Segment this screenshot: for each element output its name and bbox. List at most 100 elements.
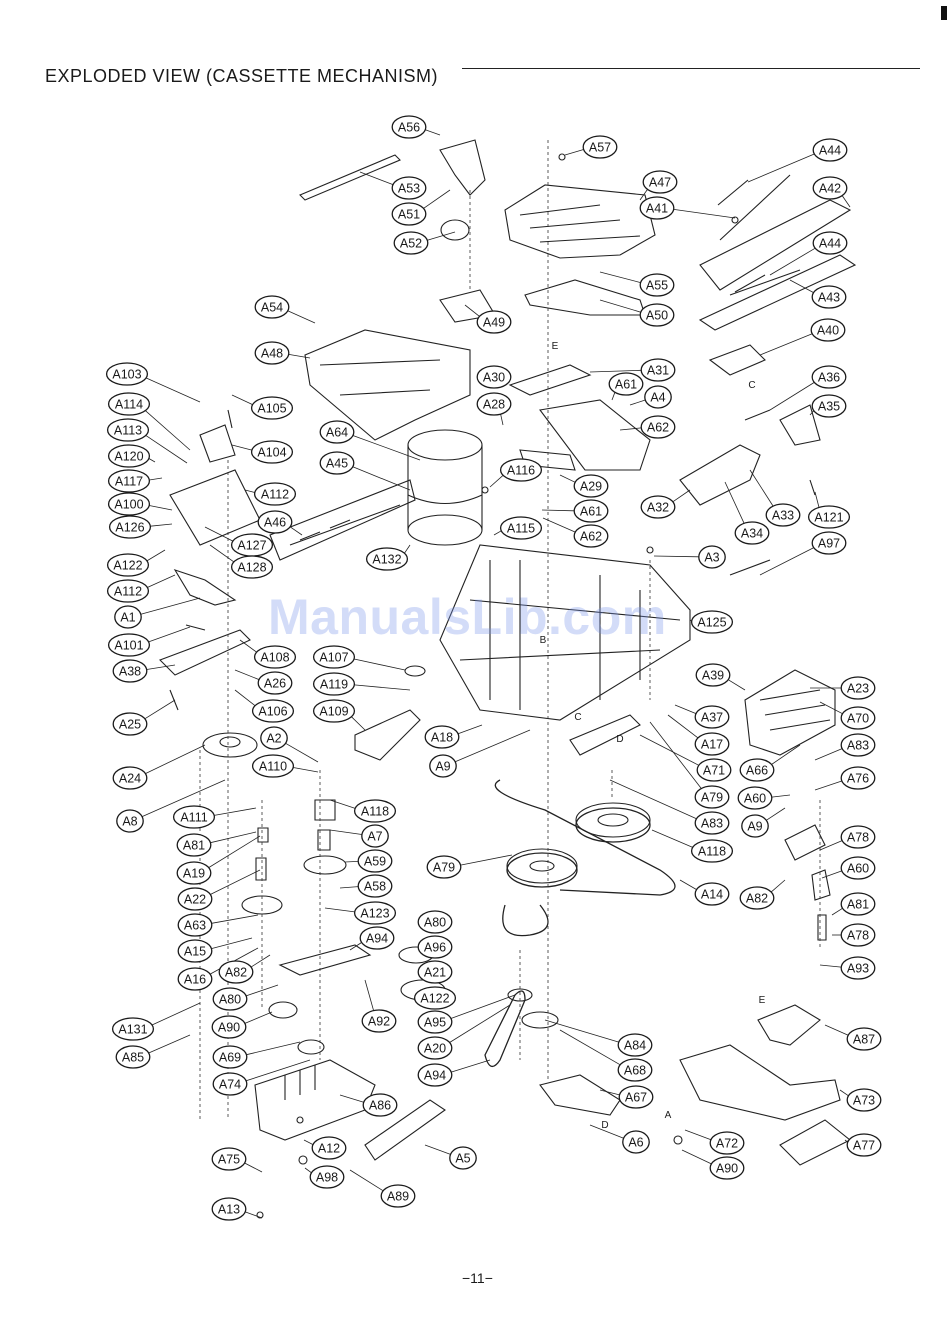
page-corner-mark	[941, 6, 947, 20]
callout-label: A70	[847, 712, 869, 726]
callout-label: A43	[818, 291, 840, 305]
leader-line	[148, 458, 156, 463]
leader-line	[148, 1034, 191, 1054]
callout-ellipse	[319, 451, 355, 475]
part-callout: A3	[698, 545, 726, 569]
callout-label: A61	[615, 378, 637, 392]
callout-label: A37	[701, 711, 723, 725]
callout-label: A61	[580, 505, 602, 519]
callout-ellipse	[840, 923, 876, 947]
callout-ellipse	[618, 1085, 654, 1109]
callout-ellipse	[108, 515, 152, 539]
callout-label: A9	[435, 760, 450, 774]
part-callout: A46	[257, 510, 293, 534]
leader-lines	[140, 129, 851, 1219]
callout-ellipse	[417, 960, 453, 984]
callout-label: A21	[424, 966, 446, 980]
callout-label: A84	[624, 1039, 646, 1053]
callout-label: A125	[697, 616, 726, 630]
leader-line	[559, 1029, 621, 1066]
part-callout: A9	[429, 754, 457, 778]
callout-ellipse	[312, 645, 356, 669]
callout-ellipse	[357, 874, 393, 898]
leader-line	[831, 907, 843, 916]
leader-line	[208, 835, 261, 868]
leader-line	[771, 794, 791, 798]
callout-label: A73	[853, 1094, 875, 1108]
leader-line	[759, 333, 813, 356]
part-callout: A4	[644, 385, 672, 409]
leader-line	[727, 679, 746, 691]
callout-ellipse	[449, 1146, 477, 1170]
leader-line	[809, 410, 815, 416]
leader-line	[544, 1019, 619, 1043]
leader-line	[629, 399, 646, 406]
leader-line	[770, 879, 786, 893]
callout-ellipse	[260, 726, 288, 750]
callout-label: A19	[183, 867, 205, 881]
part-callout: A109	[312, 699, 356, 723]
callout-label: A56	[398, 121, 420, 135]
callout-label: A71	[703, 764, 725, 778]
leader-line	[234, 689, 256, 707]
leader-line	[766, 807, 786, 821]
callout-label: A3	[704, 551, 719, 565]
callout-label: A67	[625, 1091, 647, 1105]
assembly-marker: B	[540, 635, 547, 646]
callout-ellipse	[810, 318, 846, 342]
callout-label: A82	[746, 892, 768, 906]
callout-ellipse	[107, 492, 151, 516]
callout-label: A86	[369, 1099, 391, 1113]
leader-line	[351, 716, 366, 731]
callout-label: A49	[483, 316, 505, 330]
callout-label: A44	[819, 237, 841, 251]
callout-label: A47	[649, 176, 671, 190]
leader-line	[450, 994, 516, 1019]
callout-label: A79	[433, 861, 455, 875]
part-callout: A113	[106, 418, 150, 442]
callout-ellipse	[417, 935, 453, 959]
part-callout: A22	[177, 887, 213, 911]
mechanism-parts	[159, 139, 857, 1219]
callout-label: A28	[483, 398, 505, 412]
part-callout: A31	[640, 358, 676, 382]
callout-ellipse	[212, 987, 248, 1011]
callout-ellipse	[812, 231, 848, 255]
callout-ellipse	[694, 882, 730, 906]
callout-ellipse	[695, 663, 731, 687]
part-callout: A78	[840, 923, 876, 947]
page-title: EXPLODED VIEW (CASSETTE MECHANISM)	[45, 66, 439, 86]
callout-ellipse	[476, 392, 512, 416]
callout-label: A95	[424, 1016, 446, 1030]
callout-ellipse	[257, 671, 293, 695]
callout-ellipse	[499, 516, 543, 540]
part-callout: A121	[807, 505, 851, 529]
callout-label: A33	[772, 509, 794, 523]
leader-line	[824, 1024, 849, 1036]
callout-label: A116	[507, 464, 535, 478]
callout-ellipse	[391, 202, 427, 226]
leader-line	[145, 744, 206, 774]
leader-line	[354, 658, 406, 671]
leader-line	[231, 444, 252, 451]
part-callout: A79	[426, 855, 462, 879]
leader-line	[611, 392, 616, 401]
callout-ellipse	[846, 1027, 882, 1051]
leader-line	[769, 247, 816, 276]
callout-ellipse	[846, 1133, 882, 1157]
part-callout: A131	[111, 1017, 155, 1041]
callout-label: A29	[580, 480, 602, 494]
part-callout: A51	[391, 202, 427, 226]
part-callout: A57	[582, 135, 618, 159]
callout-ellipse	[391, 176, 427, 200]
callout-ellipse	[361, 1009, 397, 1033]
part-callout: A2	[260, 726, 288, 750]
leader-line	[339, 886, 359, 889]
part-callout: A36	[811, 365, 847, 389]
callout-ellipse	[177, 967, 213, 991]
part-callout: A132	[365, 547, 409, 571]
callout-ellipse	[177, 887, 213, 911]
part-callout: A107	[312, 645, 356, 669]
callout-label: A7	[367, 830, 382, 844]
